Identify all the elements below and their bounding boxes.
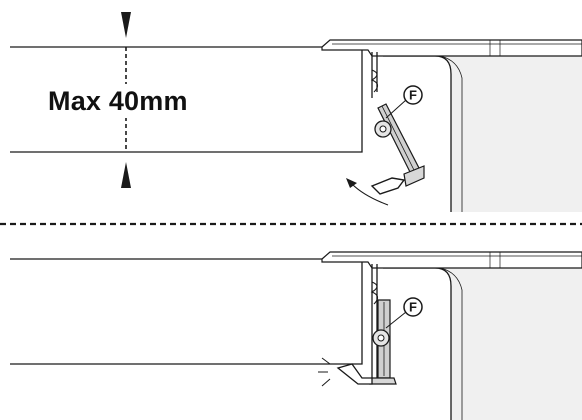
bracket-bottom bbox=[371, 264, 378, 380]
callout-f-top: F bbox=[403, 85, 423, 105]
bottom-panel: F bbox=[10, 251, 582, 420]
appliance-inner-line-bottom bbox=[439, 267, 463, 420]
bracket-spring-bottom bbox=[370, 281, 379, 305]
rotation-arrow bbox=[351, 183, 389, 206]
appliance-outline-bottom bbox=[383, 267, 452, 420]
appliance-body-top bbox=[383, 56, 582, 212]
rotation-arrow-head bbox=[346, 178, 357, 188]
worktop-bottom bbox=[10, 258, 363, 365]
callout-f-top-label: F bbox=[409, 88, 417, 103]
fixing-clip-bottom bbox=[336, 299, 407, 385]
callout-f-bottom-label: F bbox=[409, 300, 417, 315]
hob-glass-bottom bbox=[321, 251, 582, 269]
hob-glass-top bbox=[321, 39, 582, 57]
bracket-spring-top bbox=[370, 69, 379, 93]
click-indicator bbox=[318, 357, 331, 387]
dimension-arrow-top bbox=[121, 12, 131, 38]
dimension-arrow-bottom bbox=[121, 162, 131, 188]
top-panel: F bbox=[10, 12, 582, 212]
appliance-body-bottom bbox=[383, 268, 582, 420]
appliance-inner-line-top bbox=[439, 55, 463, 212]
worktop-top bbox=[10, 46, 363, 153]
max-thickness-label: Max 40mm bbox=[46, 84, 190, 118]
fixing-clip-top bbox=[370, 99, 425, 195]
callout-f-bottom: F bbox=[403, 297, 423, 317]
